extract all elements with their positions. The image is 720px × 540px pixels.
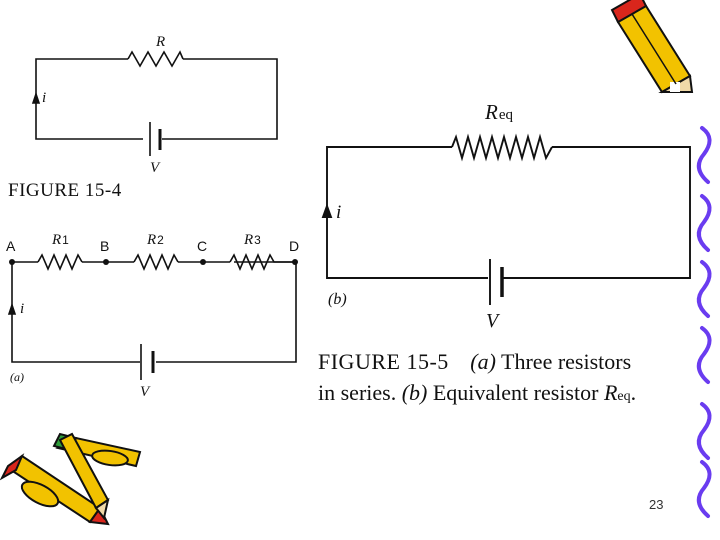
circuit-wire bbox=[502, 146, 691, 279]
page-number: 23 bbox=[649, 497, 664, 512]
fig5b-panel-label: (b) bbox=[328, 291, 347, 308]
current-arrow-icon bbox=[321, 203, 333, 218]
node-d-label: D bbox=[289, 238, 299, 254]
fig4-resistor-label: R bbox=[155, 34, 165, 50]
pencils-clipart-icon bbox=[0, 432, 142, 526]
fig5b-battery-label: V bbox=[486, 310, 501, 332]
caption-part-a-tag: (a) bbox=[470, 349, 496, 374]
caption-line-2-start: in series. bbox=[318, 380, 397, 405]
caption-line-2: in series. (b) Equivalent resistor Req. bbox=[318, 377, 636, 412]
caption-req-symbol: Req bbox=[603, 380, 631, 405]
node-c-label: C bbox=[197, 238, 207, 254]
caption-part-b-text: Equivalent resistor bbox=[432, 380, 599, 405]
node-a-dot bbox=[9, 259, 15, 265]
caption-end-punct: . bbox=[630, 380, 637, 405]
node-b-label: B bbox=[100, 238, 109, 254]
fig4-battery-label: V bbox=[150, 160, 161, 176]
figure-15-5b-circuit bbox=[321, 133, 691, 305]
resistor-r2-label: R2 bbox=[146, 232, 164, 248]
fig5a-battery-label: V bbox=[140, 384, 151, 400]
figure-15-5a-circuit bbox=[7, 252, 297, 380]
figure-15-5-caption: FIGURE 15-5 (a) Three resistors in serie… bbox=[318, 346, 636, 412]
fig5a-panel-label: (a) bbox=[10, 370, 24, 384]
node-d-dot bbox=[292, 259, 298, 265]
resistor-r2-symbol bbox=[133, 252, 179, 272]
figure-15-4-caption: FIGURE 15-4 bbox=[8, 180, 122, 201]
circuit-wire bbox=[156, 261, 297, 363]
current-arrow-icon bbox=[31, 91, 41, 104]
resistor-r3-symbol bbox=[229, 252, 294, 272]
fig4-current-label: i bbox=[42, 90, 46, 106]
resistor-r1-symbol bbox=[37, 252, 83, 272]
circuit-wire bbox=[35, 58, 143, 140]
squiggle-border-icon bbox=[696, 126, 712, 518]
resistor-symbol bbox=[127, 50, 184, 68]
figure-15-4-circuit bbox=[31, 50, 278, 156]
resistor-r1-label: R1 bbox=[51, 232, 69, 248]
node-c-dot bbox=[200, 259, 206, 265]
caption-part-b-tag: (b) bbox=[401, 380, 428, 405]
circuit-wire bbox=[162, 58, 278, 140]
caption-line-1: FIGURE 15-5 (a) Three resistors bbox=[318, 346, 636, 377]
caption-figure-number: FIGURE 15-5 bbox=[318, 349, 449, 374]
node-dots bbox=[9, 259, 298, 265]
circuit-wire bbox=[326, 146, 488, 279]
caption-part-a-text: Three resistors bbox=[501, 349, 632, 374]
fig5b-current-label: i bbox=[336, 202, 341, 223]
req-label: Req bbox=[484, 100, 513, 124]
node-a-label: A bbox=[6, 238, 16, 254]
current-arrow-icon bbox=[7, 302, 17, 315]
node-b-dot bbox=[103, 259, 109, 265]
pencil-icon bbox=[610, 0, 694, 94]
resistor-r3-label: R3 bbox=[243, 232, 261, 248]
circuit-wire bbox=[11, 261, 140, 363]
resistor-req-symbol bbox=[451, 133, 553, 162]
fig5a-current-label: i bbox=[20, 301, 24, 317]
